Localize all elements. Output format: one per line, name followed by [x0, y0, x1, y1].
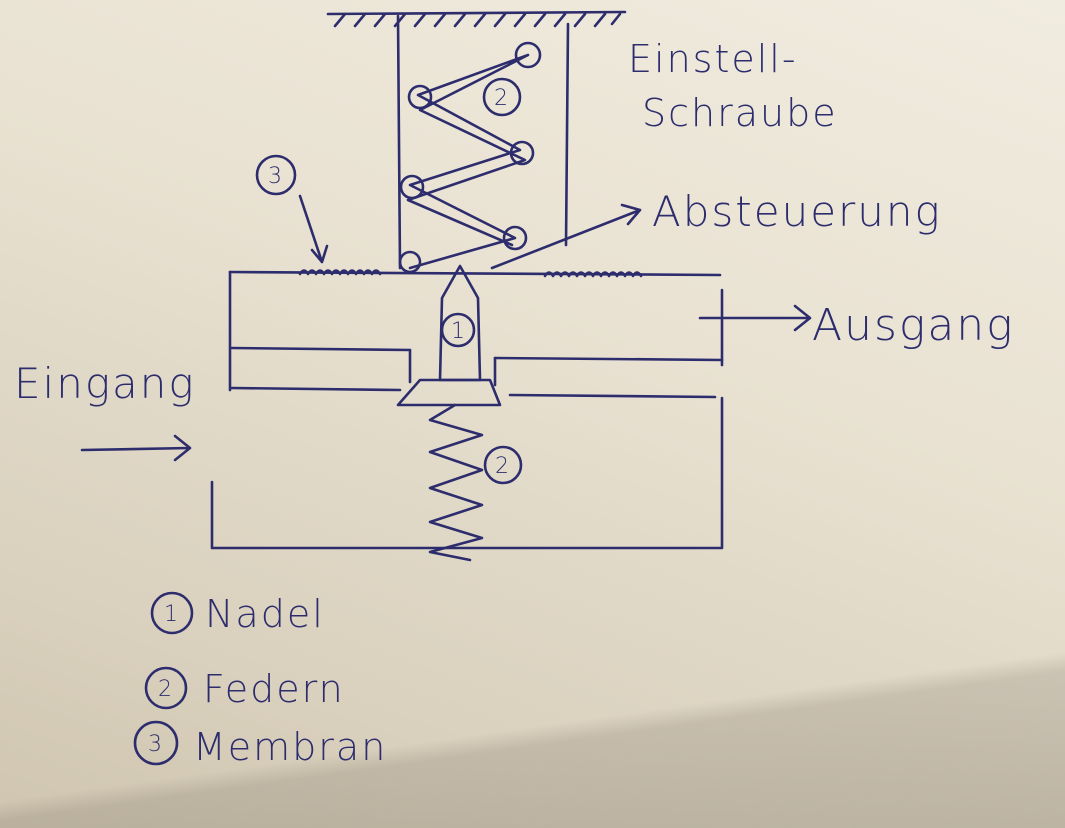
lower-spring: [428, 403, 484, 562]
svg-text:3: 3: [268, 164, 282, 189]
membrane: [298, 269, 643, 278]
label-adjust-screw-1: Einstell-: [628, 37, 798, 81]
upper-spring: [398, 41, 542, 274]
output-arrow: [698, 304, 812, 332]
callout-membrane: 3: [255, 154, 297, 196]
svg-text:Nadel: Nadel: [205, 592, 325, 636]
svg-text:1: 1: [164, 602, 178, 627]
label-input: Eingang: [14, 359, 196, 408]
label-control: Absteuerung: [652, 187, 942, 236]
membrane-callout-arrow: [298, 194, 329, 264]
svg-text:2: 2: [158, 677, 172, 702]
svg-text:Membran: Membran: [193, 725, 387, 769]
needle: [396, 264, 502, 407]
svg-text:3: 3: [148, 732, 162, 757]
svg-text:1: 1: [451, 319, 465, 344]
legend-item-springs: 2 Federn: [144, 666, 345, 711]
label-output: Ausgang: [812, 300, 1015, 351]
svg-text:Federn: Federn: [203, 667, 345, 711]
legend-item-needle: 1 Nadel: [150, 591, 325, 636]
callout-lower-spring: 2: [483, 445, 523, 485]
legend-item-membrane: 3 Membran: [133, 720, 387, 769]
control-arrow: [490, 203, 642, 270]
svg-text:2: 2: [494, 86, 508, 111]
valve-housing: [210, 270, 724, 550]
svg-text:2: 2: [495, 454, 509, 479]
callout-needle: 1: [440, 312, 476, 348]
label-adjust-screw-2: Schraube: [642, 91, 838, 135]
adjust-screw-plate: [326, 10, 627, 270]
input-arrow: [80, 434, 192, 462]
callout-upper-spring: 2: [482, 77, 522, 117]
